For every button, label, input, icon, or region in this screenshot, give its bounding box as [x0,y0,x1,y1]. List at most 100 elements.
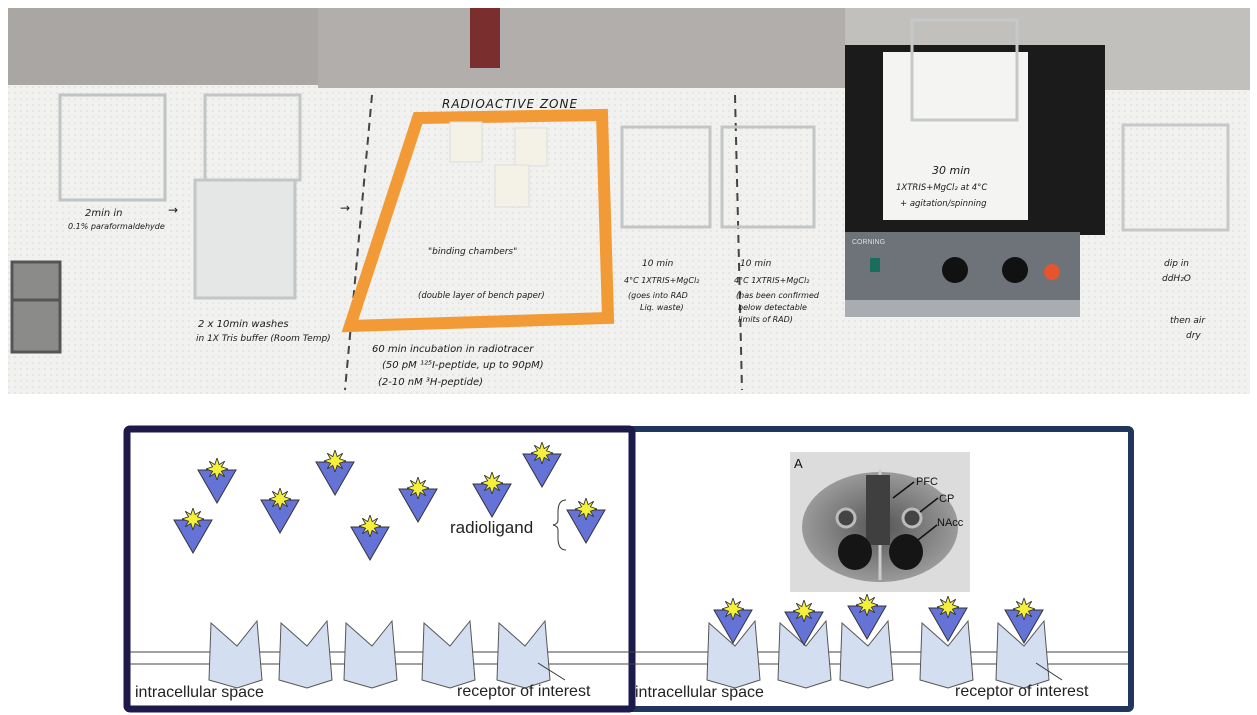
receptor [421,619,476,689]
receptor-label-right: receptor of interest [955,683,1089,700]
step3-detail: (50 pM ¹²⁵I-peptide, up to 90pM) [382,360,544,371]
receptor [706,619,761,689]
binding-chamber [514,127,548,167]
radioligand [260,488,300,535]
step4-detail-2: (goes into RAD [628,291,688,300]
radiolabel-star-icon [722,598,744,620]
panel-letter: A [794,456,803,471]
power-switch [870,258,880,272]
radioligand [472,472,512,519]
step4-detail: 4°C 1XTRIS+MgCl₂ [624,276,700,285]
receptor [278,619,333,689]
dish-wash-3 [620,125,712,229]
radioligand [350,515,390,562]
receptor [777,619,832,689]
receptors [208,619,1050,689]
binding-chamber [449,121,483,163]
receptor-label-left: receptor of interest [457,683,591,700]
radiolabel-star-icon [856,594,878,616]
photo-left [8,8,318,394]
step6-label: 30 min [932,164,970,177]
pfc-label: PFC [916,476,938,488]
radioligand [522,442,562,489]
radioactive-tape-border [341,108,615,333]
nacc-label: NAcc [937,517,964,529]
start-button [1044,264,1060,280]
step1-detail: 0.1% paraformaldehyde [68,222,165,231]
radioligand [566,498,606,545]
step6-detail: 1XTRIS+MgCl₂ at 4°C [896,183,987,193]
timer-knob [1002,257,1028,283]
orbital-shaker: CORNING [845,232,1080,317]
radioactive-zone-title: RADIOACTIVE ZONE [442,97,578,111]
receptor [919,619,974,689]
step4-detail-3: Liq. waste) [640,303,684,312]
step5-label: 10 min [740,259,772,269]
step5-detail-4: limits of RAD) [738,315,793,324]
radioligand [398,477,438,524]
bench-paper-label: (double layer of bench paper) [418,291,545,301]
step7-detail: ddH₂O [1162,274,1191,284]
radioligand [928,596,968,643]
step5-detail-3: below detectable [738,303,807,312]
receptor-pointer-left [537,662,566,681]
dish-water [1121,123,1230,232]
radioligand-brace [552,499,567,551]
intracellular-label-left: intracellular space [135,684,264,701]
receptor-pointer-right [1035,662,1063,681]
binding-chambers-label: "binding chambers" [428,247,517,257]
slide-rack [10,260,62,354]
radioligand-label: radioligand [450,518,533,537]
receptor [839,619,894,689]
step1-label: 2min in [85,208,123,219]
step2-detail: in 1X Tris buffer (Room Temp) [196,334,331,344]
nacc-arrow [917,524,938,541]
step5-detail-2: (has been confirmed [736,291,820,300]
radioligand [1004,598,1044,645]
device-brand: CORNING [852,239,885,246]
radiolabel-star-icon [182,508,204,530]
dish-paraformaldehyde [58,93,167,202]
radiolabel-star-icon [324,450,346,472]
receptor [496,619,551,689]
receptor [995,619,1050,689]
step7-detail-3: dry [1186,331,1201,341]
radioligand [713,598,753,645]
photo-right: CORNING [845,8,1250,394]
binding-chamber [494,164,530,208]
arrow-icon: → [168,203,178,217]
step5-detail: 4°C 1XTRIS+MgCl₂ [734,276,810,285]
step2-label: 2 x 10min washes [198,319,289,330]
radiolabel-star-icon [206,458,228,480]
radiolabel-star-icon [575,498,597,520]
radiolabel-star-icon [1013,598,1035,620]
pfc-arrow [892,481,915,499]
step6-detail-2: + agitation/spinning [900,199,987,209]
receptor [343,619,398,689]
step3-label: 60 min incubation in radiotracer [372,344,534,355]
dish-wash-4 [720,125,816,229]
radiolabel-star-icon [531,442,553,464]
dashed-divider [344,94,373,391]
dish-wash-2 [193,178,297,300]
radioligand [197,458,237,505]
radiolabel-star-icon [407,477,429,499]
radiolabel-star-icon [269,488,291,510]
radioligand [847,594,887,641]
step7-label: dip in [1164,259,1189,269]
receptor [208,619,263,689]
radiolabel-star-icon [937,596,959,618]
step4-label: 10 min [642,259,674,269]
step7-detail-2: then air [1170,316,1206,326]
radioligand [315,450,355,497]
radiolabel-star-icon [359,515,381,537]
dashed-divider [734,94,743,391]
step3-detail-2: (2-10 nM ³H-peptide) [378,377,483,388]
photo-middle [318,8,845,394]
arrow-icon: → [340,201,350,215]
cp-label: CP [939,493,954,505]
radioligand [784,600,824,647]
dish-agitation [910,18,1019,122]
radioligand [173,508,213,555]
